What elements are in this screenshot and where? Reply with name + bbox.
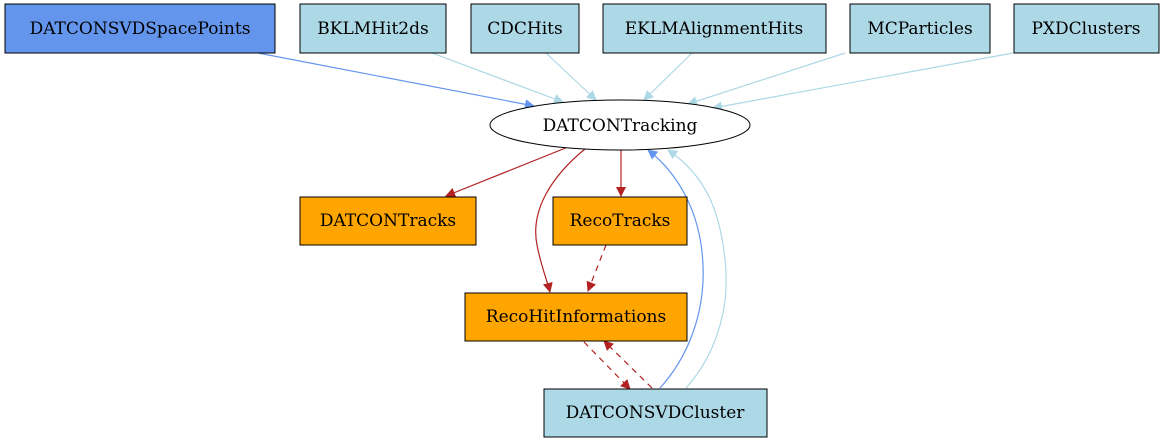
node-datcon-svd-space-points-box — [4, 3, 276, 54]
edge-tracking-to-reco-hit-informations — [535, 148, 586, 293]
edge-cluster-to-tracking-primary — [647, 149, 704, 389]
node-reco-tracks: RecoTracks — [552, 196, 688, 246]
input-edges — [257, 52, 1014, 112]
node-datcon-svd-cluster-box — [543, 388, 768, 438]
node-eklm-alignment-hits: EKLMAlignmentHits — [602, 3, 827, 54]
edge-tracking-to-datcon-tracks — [445, 146, 569, 198]
node-cdc-hits: CDCHits — [470, 3, 580, 54]
node-eklm-alignment-hits-label: EKLMAlignmentHits — [625, 19, 804, 39]
node-datcon-tracks: DATCONTracks — [299, 196, 477, 246]
edge-cluster-to-tracking-secondary — [667, 149, 727, 389]
node-pxd-clusters-box — [1013, 3, 1160, 54]
node-datcon-tracks-box — [299, 196, 477, 246]
node-datcon-svd-space-points-label: DATCONSVDSpacePoints — [30, 19, 251, 39]
node-datcon-tracking-label: DATCONTracking — [543, 116, 698, 136]
node-bklm-hit2ds-box — [299, 3, 447, 54]
node-datcon-svd-cluster-label: DATCONSVDCluster — [566, 403, 746, 423]
node-cdc-hits-box — [470, 3, 580, 54]
node-reco-hit-informations-label: RecoHitInformations — [486, 307, 666, 327]
node-datcon-tracks-label: DATCONTracks — [320, 211, 456, 231]
node-datcon-svd-space-points: DATCONSVDSpacePoints — [4, 3, 276, 54]
edge-datcon-svd-space-points-to-tracking — [257, 52, 535, 110]
node-reco-hit-informations-box — [464, 292, 688, 342]
edge-mc-particles-to-tracking — [687, 52, 846, 106]
node-datcon-svd-cluster: DATCONSVDCluster — [543, 388, 768, 438]
node-datcon-tracking-ellipse — [489, 99, 751, 151]
node-bklm-hit2ds-label: BKLMHit2ds — [317, 19, 428, 39]
node-reco-hit-informations: RecoHitInformations — [464, 292, 688, 342]
node-mc-particles-label: MCParticles — [867, 19, 972, 39]
edge-eklm-alignment-hits-to-tracking — [643, 52, 693, 101]
edge-pxd-clusters-to-tracking — [712, 52, 1014, 112]
node-datcon-tracking: DATCONTracking — [489, 99, 751, 151]
node-eklm-alignment-hits-box — [602, 3, 827, 54]
node-pxd-clusters-label: PXDClusters — [1031, 19, 1140, 39]
edge-cdc-hits-to-tracking — [545, 52, 597, 101]
node-reco-tracks-box — [552, 196, 688, 246]
edge-reco-hit-informations-to-cluster — [583, 341, 631, 390]
cluster-input-edges — [647, 149, 727, 389]
node-bklm-hit2ds: BKLMHit2ds — [299, 3, 447, 54]
node-reco-tracks-label: RecoTracks — [570, 211, 671, 231]
node-mc-particles: MCParticles — [849, 3, 991, 54]
node-pxd-clusters: PXDClusters — [1013, 3, 1160, 54]
edge-bklm-hit2ds-to-tracking — [431, 52, 564, 104]
node-cdc-hits-label: CDCHits — [487, 19, 562, 39]
node-mc-particles-box — [849, 3, 991, 54]
edge-cluster-to-reco-hit-informations — [603, 340, 653, 389]
output-edges — [445, 146, 653, 390]
edge-reco-tracks-to-reco-hit-informations — [586, 244, 607, 292]
